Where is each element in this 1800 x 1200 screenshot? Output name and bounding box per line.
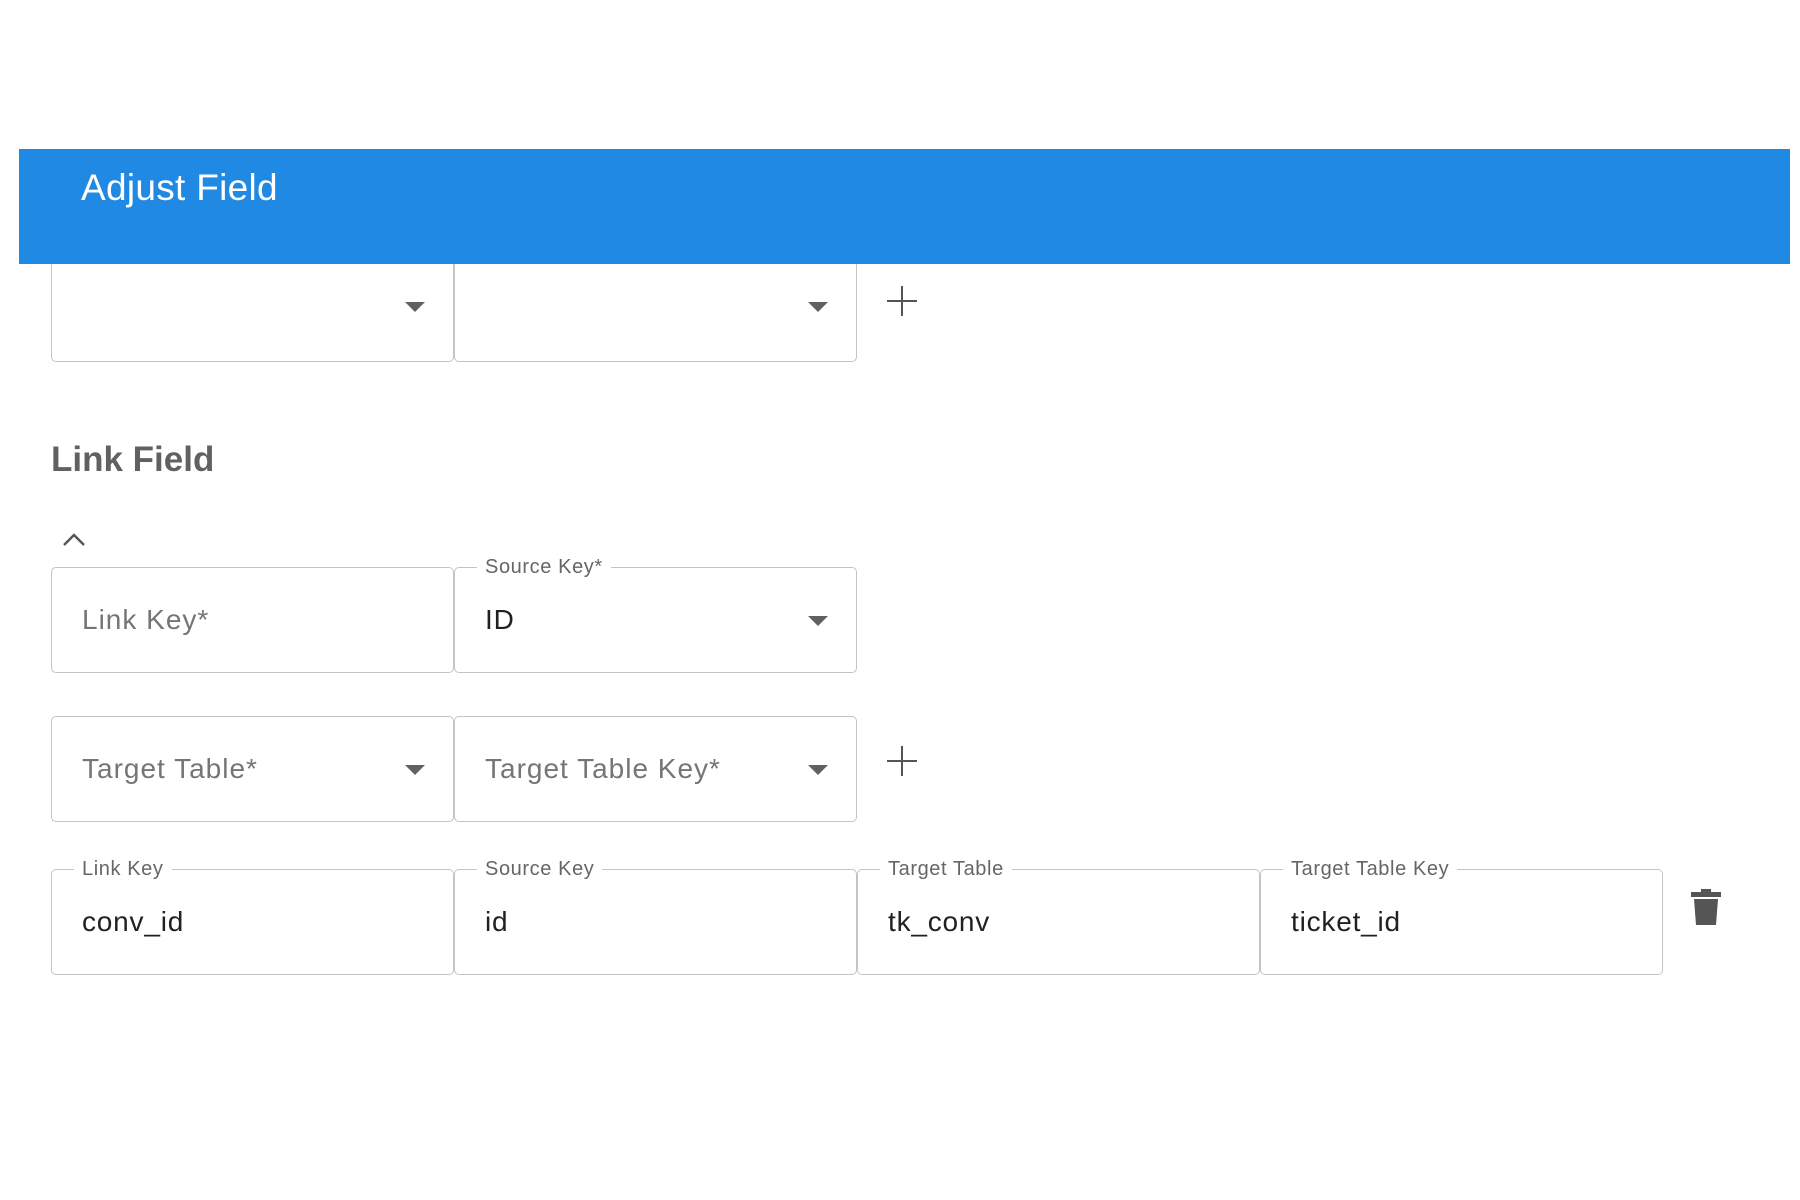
plus-icon[interactable] [885, 284, 919, 318]
link-key-input[interactable]: Link Key* [51, 567, 454, 673]
entry-target-table-value: tk_conv [888, 906, 991, 937]
target-table-key-select[interactable]: Target Table Key* [454, 716, 857, 822]
trash-icon[interactable] [1691, 889, 1721, 925]
entry-target-table-key-field[interactable]: Target Table Key ticket_id [1260, 858, 1663, 975]
entry-source-key-label: Source Key [477, 858, 603, 880]
target-table-select[interactable]: Target Table* [51, 716, 454, 822]
section-title-link-field: Link Field [51, 440, 215, 479]
source-key-value: ID [485, 604, 515, 635]
entry-link-key-value: conv_id [82, 906, 185, 937]
source-key-select[interactable]: Source Key* ID [454, 556, 857, 673]
top-select-2[interactable] [454, 250, 857, 362]
chevron-up-icon[interactable] [62, 533, 86, 547]
dialog-title: Adjust Field [81, 167, 278, 208]
caret-down-icon [808, 765, 828, 775]
entry-target-table-field[interactable]: Target Table tk_conv [857, 858, 1260, 975]
entry-link-key-field[interactable]: Link Key conv_id [51, 858, 454, 975]
target-table-placeholder: Target Table* [82, 753, 258, 784]
link-key-placeholder: Link Key* [82, 604, 210, 635]
plus-icon[interactable] [885, 744, 919, 778]
target-table-key-placeholder: Target Table Key* [485, 753, 721, 784]
entry-target-table-key-label: Target Table Key [1283, 858, 1458, 880]
caret-down-icon [808, 301, 828, 312]
dialog-header: Adjust Field [19, 149, 1790, 264]
entry-source-key-field[interactable]: Source Key id [454, 858, 857, 975]
caret-down-icon [405, 765, 425, 775]
source-key-label: Source Key* [477, 556, 611, 578]
caret-down-icon [808, 616, 828, 626]
entry-link-key-label: Link Key [74, 858, 172, 880]
entry-target-table-key-value: ticket_id [1291, 906, 1401, 937]
caret-down-icon [405, 301, 425, 312]
entry-source-key-value: id [485, 906, 509, 937]
entry-target-table-label: Target Table [880, 858, 1012, 880]
top-select-1[interactable] [51, 250, 454, 362]
